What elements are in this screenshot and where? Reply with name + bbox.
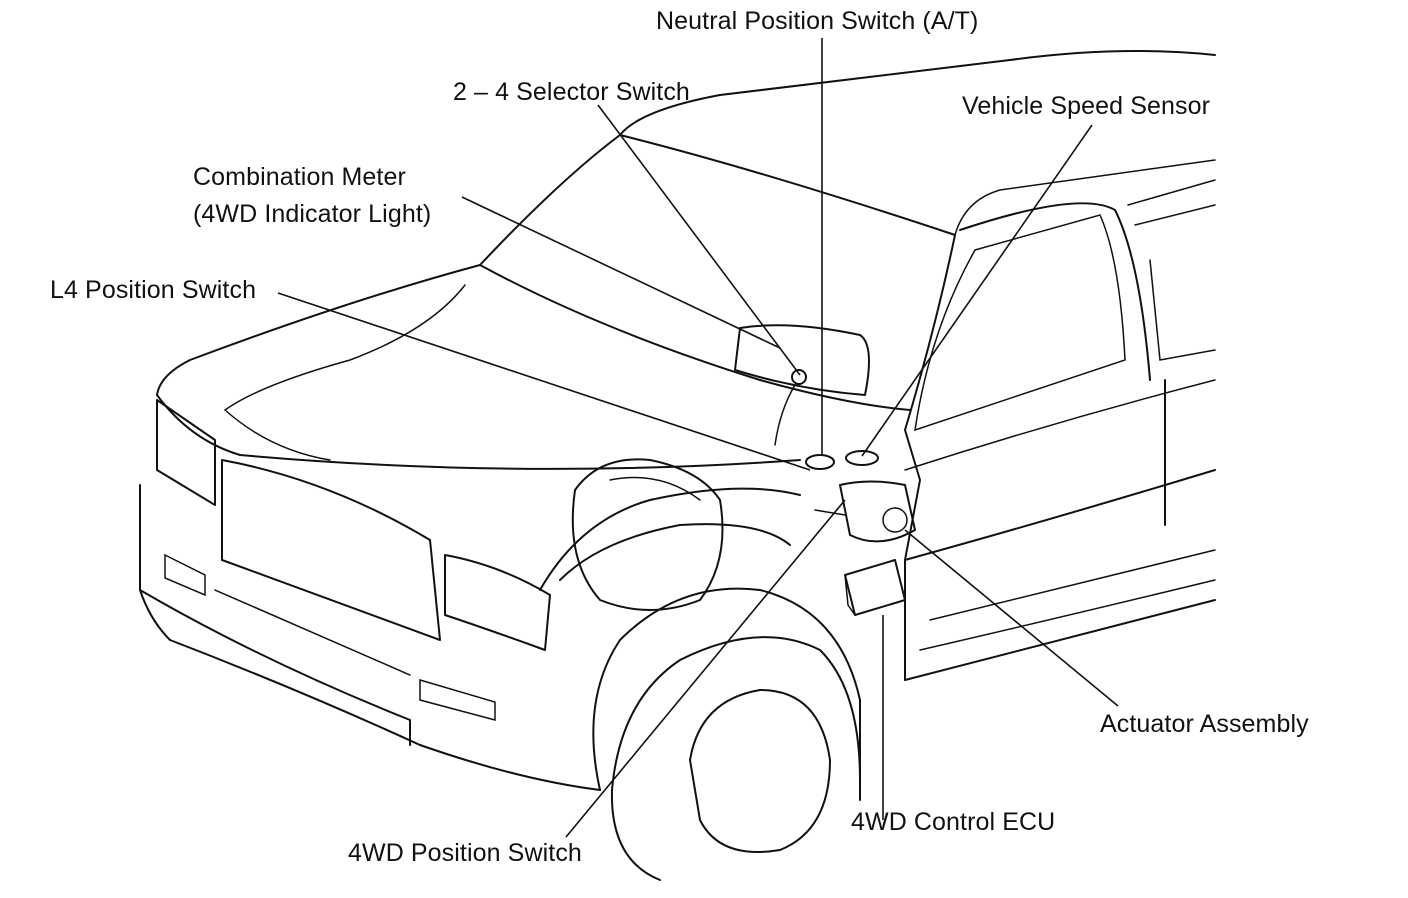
label-actuator-assembly: Actuator Assembly <box>1100 710 1309 738</box>
leader-l4-switch <box>277 292 811 471</box>
leader-speed-sensor <box>861 124 1093 457</box>
label-combination-meter: Combination Meter <box>193 163 406 191</box>
label-indicator-light: (4WD Indicator Light) <box>193 200 432 228</box>
leader-selector-switch <box>597 104 801 376</box>
label-vehicle-speed-sensor: Vehicle Speed Sensor <box>962 92 1211 120</box>
label-selector-switch: 2 – 4 Selector Switch <box>453 78 690 106</box>
label-4wd-control-ecu: 4WD Control ECU <box>851 808 1056 836</box>
leader-combination-meter <box>461 196 781 349</box>
label-4wd-position-switch: 4WD Position Switch <box>348 839 582 867</box>
leader-position-switch <box>565 499 846 838</box>
label-l4-position-switch: L4 Position Switch <box>50 276 257 304</box>
label-neutral-position-switch: Neutral Position Switch (A/T) <box>656 7 979 35</box>
leader-actuator <box>904 529 1119 707</box>
